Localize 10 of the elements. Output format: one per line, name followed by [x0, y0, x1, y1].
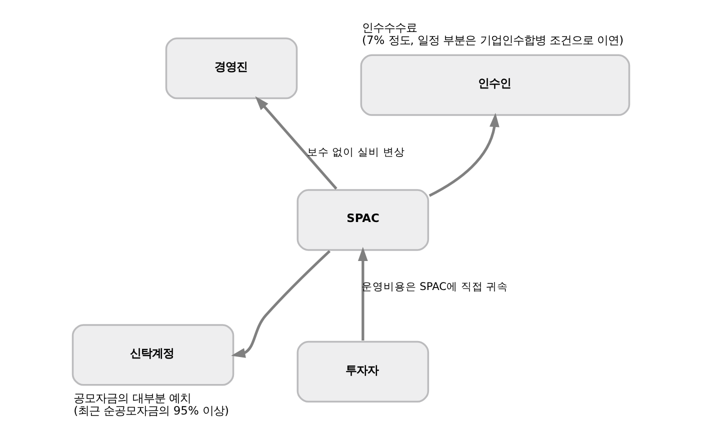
arrow	[357, 246, 368, 340]
edge-label: 보수 없이 실비 변상	[306, 146, 404, 158]
arrow	[254, 96, 337, 190]
edge-label: 운영비용은 SPAC에 직접 귀속	[360, 281, 508, 294]
node-label: (7% 정도, 일정 부분은 기업인수합병 조건으로 이연)	[362, 32, 624, 47]
node-label: 인수수수료	[362, 20, 417, 35]
node-label: (최근 순공모자금의 95% 이상)	[73, 403, 228, 418]
node-label: 공모자금의 대부분 예치	[73, 391, 190, 406]
arrow	[230, 250, 330, 358]
arrow	[428, 112, 499, 197]
